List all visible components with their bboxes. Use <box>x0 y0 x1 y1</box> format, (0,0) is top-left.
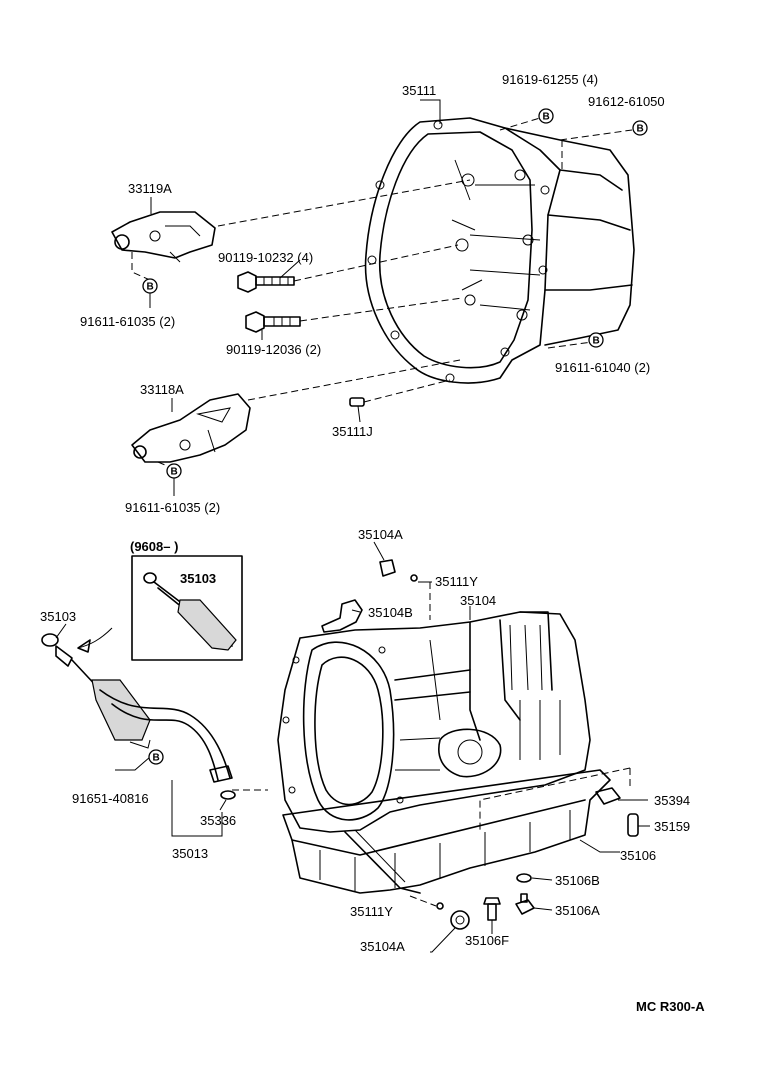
oring-35111y-top <box>410 574 418 582</box>
inset-arrow-head <box>77 639 91 653</box>
svg-text:B: B <box>153 753 160 764</box>
callout-b-1: B <box>538 108 554 124</box>
leader-lines <box>55 99 650 953</box>
label-91651-40816: 91651-40816 <box>72 791 149 806</box>
label-91611-61035-a: 91611-61035 (2) <box>80 314 175 329</box>
seal-35336 <box>220 790 236 800</box>
dipstick-tube-35013 <box>91 679 233 783</box>
label-35103-inset: 35103 <box>180 571 216 586</box>
label-35103: 35103 <box>40 609 76 624</box>
svg-text:B: B <box>171 467 178 478</box>
bolt-90119-12036 <box>245 311 301 333</box>
pin-35111j <box>349 397 365 407</box>
oil-pan-35106 <box>282 769 611 894</box>
plug-35104a-bottom <box>450 910 470 930</box>
label-35104a-bottom: 35104A <box>360 939 405 954</box>
assembly-lines <box>131 117 633 907</box>
elbow-35104b <box>321 599 363 633</box>
label-35104b: 35104B <box>368 605 413 620</box>
label-9608-inset: (9608– ) <box>130 539 178 554</box>
pin-35159 <box>627 813 639 837</box>
oring-35111y-bottom <box>436 902 444 910</box>
callout-b-4: B <box>588 332 604 348</box>
label-91612-61050: 91612-61050 <box>588 94 665 109</box>
callout-b-3: B <box>142 278 158 294</box>
part-labels: 35111 91619-61255 (4) 91612-61050 33119A… <box>40 72 705 1014</box>
svg-text:B: B <box>593 336 600 347</box>
label-35111y-top: 35111Y <box>435 574 478 589</box>
label-35111j: 35111J <box>332 424 373 439</box>
label-35336: 35336 <box>200 813 236 828</box>
transmission-case-35104 <box>277 611 591 833</box>
bolt-90119-10232 <box>237 271 295 293</box>
label-35106b: 35106B <box>555 873 600 888</box>
svg-text:B: B <box>147 282 154 293</box>
label-91611-61035-b: 91611-61035 (2) <box>125 500 220 515</box>
reference-code: MC R300-A <box>636 999 705 1014</box>
label-35111: 35111 <box>402 83 436 98</box>
label-35104: 35104 <box>460 593 496 608</box>
bolt-35106a <box>515 893 535 915</box>
label-35159: 35159 <box>654 819 690 834</box>
label-35013: 35013 <box>172 846 208 861</box>
svg-text:B: B <box>637 124 644 135</box>
svg-text:B: B <box>543 112 550 123</box>
label-90119-12036: 90119-12036 (2) <box>226 342 321 357</box>
label-35106a: 35106A <box>555 903 600 918</box>
dipstick-35103 <box>41 633 101 691</box>
label-35394: 35394 <box>654 793 690 808</box>
label-91611-61040: 91611-61040 (2) <box>555 360 650 375</box>
label-33118a: 33118A <box>140 382 184 397</box>
inset-arrow-line <box>77 627 113 649</box>
label-35111y-bottom: 35111Y <box>350 904 393 919</box>
label-90119-10232: 90119-10232 (4) <box>218 250 313 265</box>
callout-b-2: B <box>632 120 648 136</box>
bracket-33118a <box>131 393 251 463</box>
bell-housing-35111 <box>364 117 635 384</box>
inset-box <box>131 555 243 661</box>
label-33119a: 33119A <box>128 181 172 196</box>
callout-b-5: B <box>166 463 182 479</box>
callout-b-6: B <box>148 749 164 765</box>
bolt-35106f <box>483 897 501 921</box>
label-35104a-top: 35104A <box>358 527 403 542</box>
plug-35104a-top <box>379 559 396 577</box>
washer-35106b <box>516 873 532 883</box>
label-91619-61255: 91619-61255 (4) <box>502 72 598 87</box>
label-35106f: 35106F <box>465 933 509 948</box>
block-35394 <box>595 787 621 805</box>
label-35106: 35106 <box>620 848 656 863</box>
bracket-33119a <box>111 211 216 263</box>
